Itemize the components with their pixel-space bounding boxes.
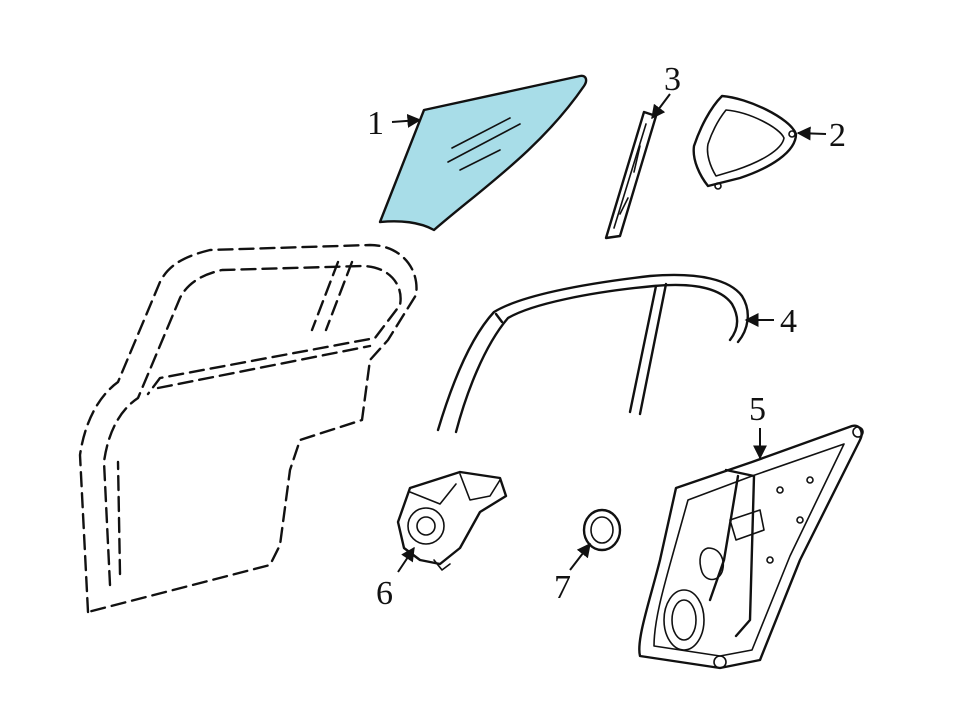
callout-6: 6 xyxy=(376,575,393,612)
run-channel-icon xyxy=(604,110,658,240)
glass-run-weatherstrip-icon xyxy=(436,273,749,434)
callout-7: 7 xyxy=(554,569,571,606)
callout-4: 4 xyxy=(780,303,797,340)
callout-3: 3 xyxy=(664,61,681,98)
callout-1: 1 xyxy=(367,105,384,142)
grommet-icon xyxy=(582,508,622,552)
window-motor-icon xyxy=(396,470,508,571)
door-glass-icon xyxy=(378,74,588,232)
callout-5: 5 xyxy=(749,391,766,428)
door-outline-icon xyxy=(78,243,418,614)
quarter-glass-icon xyxy=(692,94,798,190)
regulator-panel-icon xyxy=(638,424,864,670)
callout-2: 2 xyxy=(829,117,846,154)
